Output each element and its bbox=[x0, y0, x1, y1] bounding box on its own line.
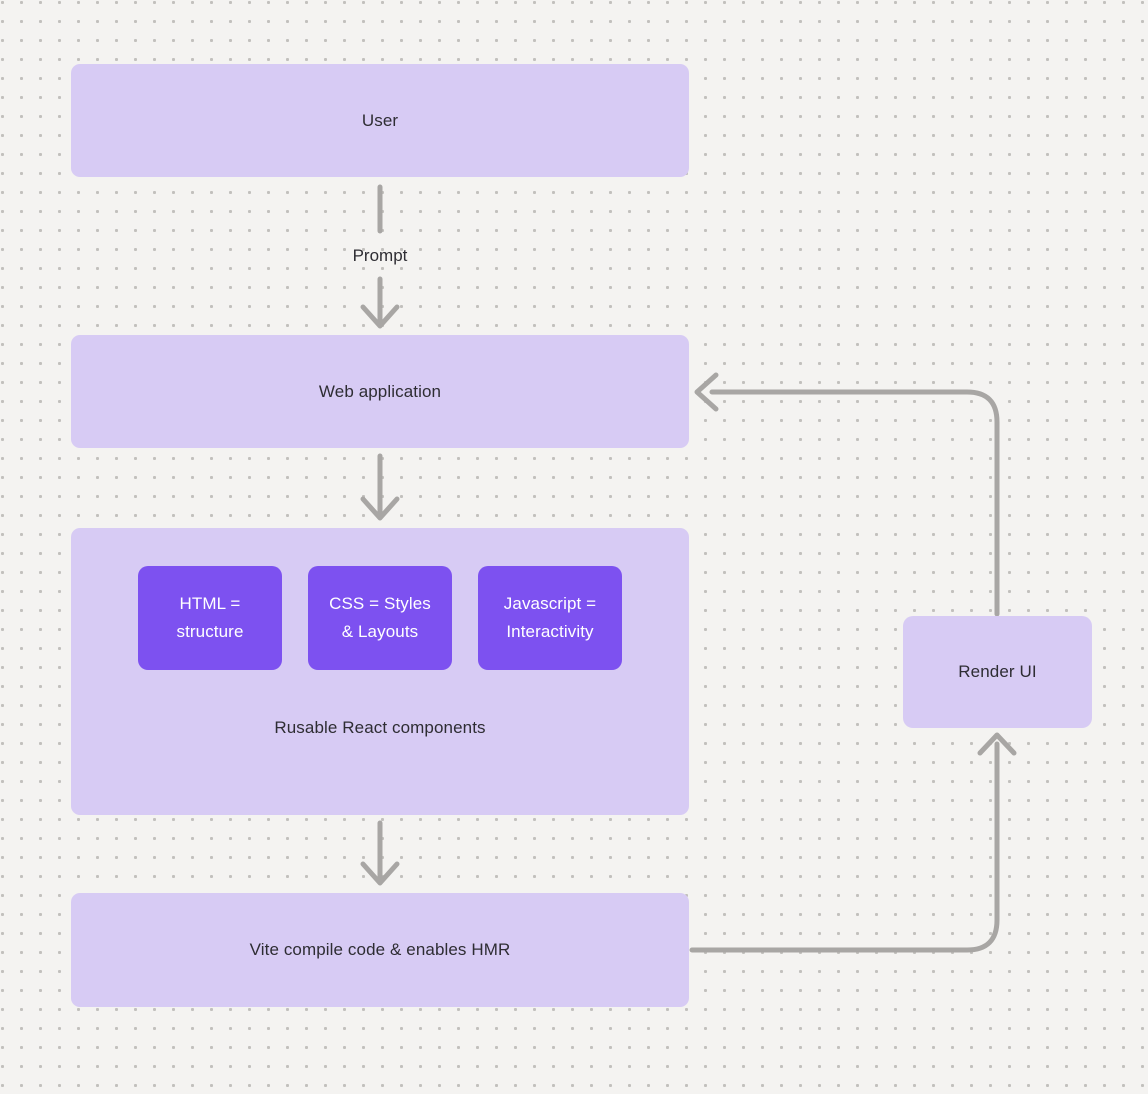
connector-renderui-to-webapp[interactable] bbox=[694, 372, 1000, 617]
connector-vite-to-renderui[interactable] bbox=[689, 732, 1017, 953]
node-html[interactable]: HTML = structure bbox=[138, 566, 282, 670]
node-vite[interactable]: Vite compile code & enables HMR bbox=[71, 893, 689, 1007]
edge-label-prompt: Prompt bbox=[352, 246, 408, 265]
node-user[interactable]: User bbox=[71, 64, 689, 177]
arrowhead-up-icon bbox=[977, 732, 1017, 756]
connector-line bbox=[689, 741, 1000, 953]
connector-components-to-vite[interactable] bbox=[360, 820, 400, 886]
node-vite-label: Vite compile code & enables HMR bbox=[249, 940, 511, 959]
arrowhead-down-icon bbox=[360, 496, 400, 521]
connector-line bbox=[709, 389, 1000, 617]
components-group-caption: Rusable React components bbox=[274, 718, 486, 737]
node-user-label: User bbox=[361, 110, 399, 130]
node-components-group[interactable]: HTML = structure CSS = Styles & Layouts … bbox=[71, 528, 689, 815]
node-web-application[interactable]: Web application bbox=[71, 335, 689, 448]
node-html-label: HTML = structure bbox=[176, 594, 244, 641]
arrowhead-down-icon bbox=[360, 861, 400, 886]
components-chip-row: HTML = structure CSS = Styles & Layouts … bbox=[138, 566, 622, 670]
node-css-label: CSS = Styles & Layouts bbox=[329, 594, 431, 641]
node-render-ui-label: Render UI bbox=[958, 662, 1037, 681]
node-javascript[interactable]: Javascript = Interactivity bbox=[478, 566, 622, 670]
arrowhead-left-icon bbox=[694, 372, 719, 412]
node-javascript-label: Javascript = Interactivity bbox=[503, 594, 597, 641]
node-web-application-label: Web application bbox=[318, 381, 442, 401]
node-css[interactable]: CSS = Styles & Layouts bbox=[308, 566, 452, 670]
arrowhead-down-icon bbox=[360, 304, 400, 329]
connector-webapp-to-components[interactable] bbox=[360, 453, 400, 521]
node-render-ui[interactable]: Render UI bbox=[903, 616, 1092, 728]
